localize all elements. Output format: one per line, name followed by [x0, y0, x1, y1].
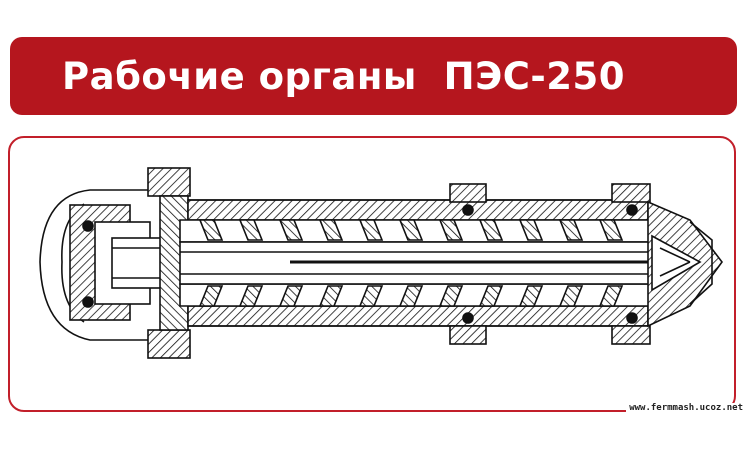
bearing-ball-bottom	[82, 296, 94, 308]
page-title: Рабочие органы ПЭС-250	[62, 54, 625, 98]
left-flange-top	[147, 167, 191, 197]
barrel-top-wall	[187, 199, 649, 221]
right-ring-bottom	[611, 325, 651, 345]
bearing-cap	[39, 189, 150, 341]
title-banner: Рабочие органы ПЭС-250	[10, 37, 737, 115]
bearing-ball-top	[82, 220, 94, 232]
clamp-ring-top	[449, 183, 487, 203]
barrel-bottom-wall	[187, 305, 649, 327]
left-flange-bottom	[147, 329, 191, 359]
screw-flights-bottom	[179, 283, 651, 307]
watermark: www.fermmash.ucoz.net	[626, 403, 746, 413]
screw-flights-top	[179, 219, 651, 243]
right-ring-top	[611, 183, 651, 203]
clamp-ring-bottom	[449, 325, 487, 345]
